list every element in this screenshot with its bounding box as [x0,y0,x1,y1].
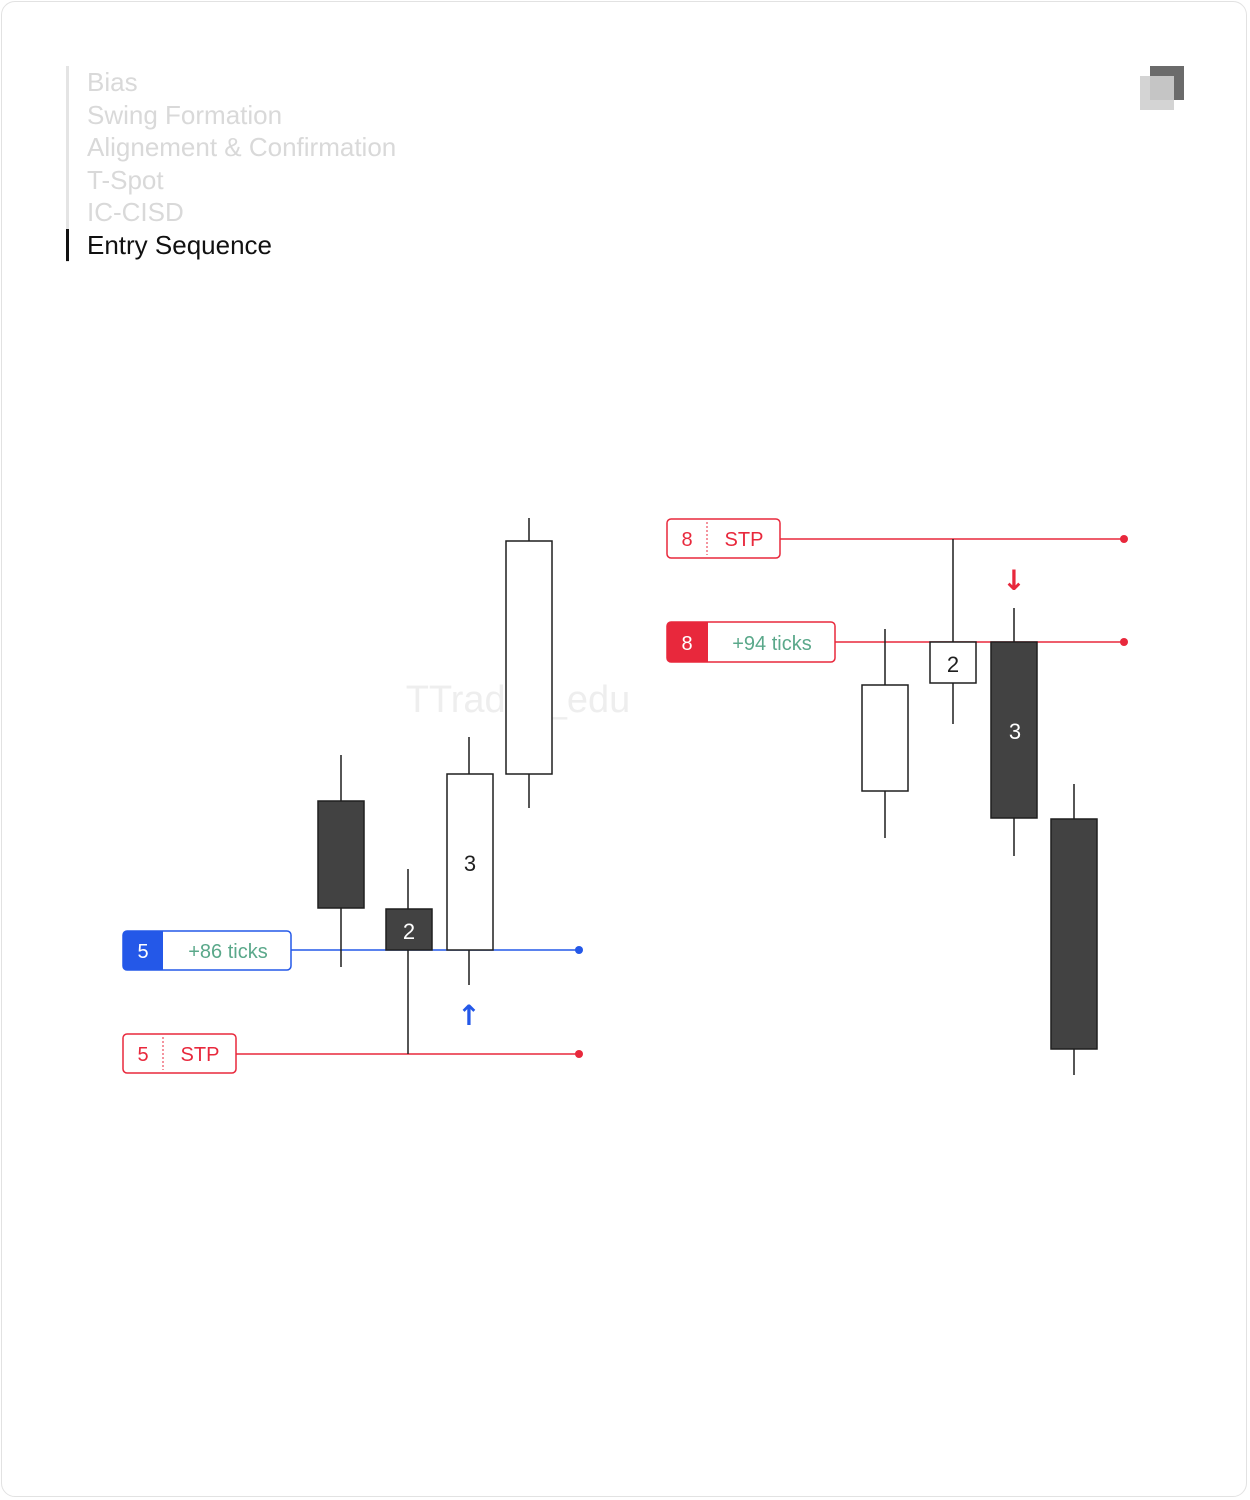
candle-label-3: 3 [464,851,476,876]
short-entry-arrow-icon: ↓ [1002,564,1025,597]
short-stop-label: 8 STP [666,518,781,559]
candle-body [929,641,977,684]
step-navigation: Bias Swing Formation Alignement & Confir… [65,66,397,262]
short-stop-count: 8 [681,529,692,551]
candle-body [505,540,553,775]
short-candle-1 [861,629,909,838]
nav-item-entry-sequence[interactable]: Entry Sequence [65,228,396,262]
label-count-fill [667,622,708,662]
short-candle-3: 3 [990,608,1038,856]
long-candle-1 [317,755,365,967]
candle-body [385,908,433,951]
brand-logo [1140,66,1184,110]
short-candle-4 [1050,784,1098,1075]
long-stop-text: STP [181,1044,220,1066]
candle-body [317,800,365,909]
short-entry-ticks: +94 ticks [732,633,811,655]
long-entry-label: 5 +86 ticks [122,930,292,971]
label-count-fill [123,931,163,970]
candle-label-2: 2 [947,652,959,677]
nav-item-alignement-confirmation[interactable]: Alignement & Confirmation [87,132,397,163]
candle-body [990,641,1038,819]
long-entry-ticks: +86 ticks [188,941,267,963]
long-candle-2: 2 [385,869,433,1054]
candle-body [446,773,494,951]
label-box [666,518,781,559]
long-entry-arrow-icon: ↑ [457,999,480,1032]
long-candle-3: 3 [446,737,494,985]
long-stop-label: 5 STP [122,1033,237,1074]
label-box [122,1033,237,1074]
nav-item-swing-formation[interactable]: Swing Formation [87,99,283,130]
nav-item-t-spot[interactable]: T-Spot [87,164,164,195]
short-setup: 2 3 ↓ 8 STP 8 +94 ticks [666,518,1128,1075]
short-stop-text: STP [725,529,764,551]
long-stop-count: 5 [137,1044,148,1066]
short-entry-label: 8 +94 ticks [666,621,836,663]
nav-item-bias[interactable]: Bias [87,67,138,97]
nav-item-ic-cisd[interactable]: IC-CISD [87,197,184,228]
logo-front-square [1140,76,1174,110]
candle-body [1050,818,1098,1050]
long-setup: 2 3 ↑ 5 +86 ticks 5 STP [122,518,583,1074]
long-stop-line-endpoint [575,1050,583,1058]
long-entry-count: 5 [137,941,148,963]
candle-label-3: 3 [1009,719,1021,744]
short-entry-line-endpoint [1120,638,1128,646]
long-entry-line-endpoint [575,946,583,954]
short-stop-line-endpoint [1120,535,1128,543]
long-candle-4 [505,518,553,808]
short-candle-2: 2 [929,539,977,724]
short-entry-count: 8 [681,633,692,655]
candle-label-2: 2 [403,919,415,944]
candle-body [861,684,909,792]
